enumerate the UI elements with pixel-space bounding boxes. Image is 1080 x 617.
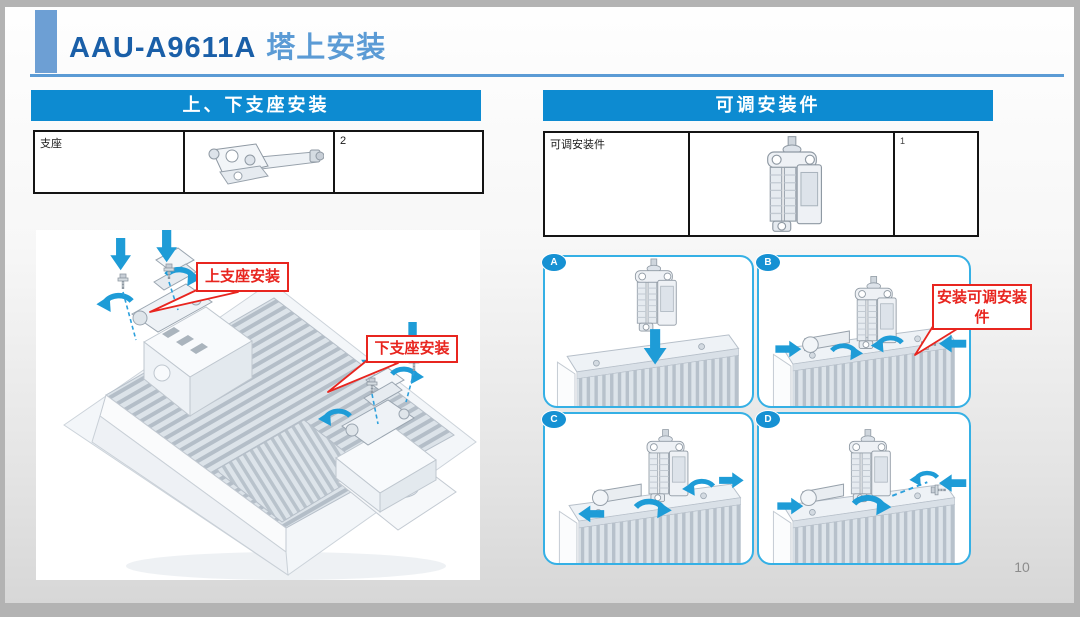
bracket-parts-table: 支座 2: [33, 130, 484, 194]
step-panel-d: D: [755, 410, 971, 565]
aau-device-drawing: [63, 230, 477, 580]
section-header-bracket: 上、下支座安装: [31, 90, 481, 121]
title-model: AAU-A9611A: [69, 32, 257, 64]
page-title: AAU-A9611A 塔上安装: [69, 24, 386, 66]
table-cell-part-image: [183, 132, 333, 192]
table-cell-part-image: [688, 133, 893, 235]
step-badge-c: C: [541, 410, 567, 429]
step-b-drawing: [772, 275, 967, 406]
down-arrow-icon: [110, 238, 131, 271]
page-number: 10: [1014, 559, 1030, 575]
step-badge-b: B: [755, 253, 781, 272]
table-cell-part-name: 可调安装件: [550, 139, 605, 151]
screw-icon: [116, 272, 130, 291]
install-steps-grid: A B: [541, 253, 1045, 569]
callout-install-adjustable: 安装可调安装件: [932, 284, 1032, 330]
slide: AAU-A9611A 塔上安装 上、下支座安装 可调安装件 支座: [5, 7, 1074, 603]
table-cell-quantity: 2: [333, 132, 482, 192]
table-cell-part-name: 支座: [40, 138, 62, 150]
table-cell-quantity: 1: [893, 133, 977, 235]
title-accent-bar: [35, 10, 57, 73]
upper-mount-platform: [143, 306, 253, 418]
title-underline: [30, 74, 1064, 77]
rotate-arrow-icon: [909, 473, 937, 486]
section-header-adjustable: 可调安装件: [543, 90, 993, 121]
step-a-drawing: [556, 258, 740, 406]
lower-mount-platform: [335, 425, 437, 514]
adjustable-parts-table: 可调安装件 1: [543, 131, 979, 237]
step-badge-a: A: [541, 253, 567, 272]
step-badge-d: D: [755, 410, 781, 429]
step-d-drawing: [772, 429, 967, 563]
step-panel-a: A: [541, 253, 754, 408]
rotate-arrow-icon: [96, 296, 131, 313]
title-subtitle: 塔上安装: [266, 32, 387, 64]
callout-upper-bracket: 上支座安装: [196, 262, 289, 292]
bracket-part-image: [208, 143, 324, 185]
callout-lower-bracket: 下支座安装: [366, 335, 458, 363]
adjustable-mount-part-image: [766, 136, 822, 232]
step-c-drawing: [558, 429, 744, 563]
bracket-install-illustration: 上支座安装 下支座安装: [36, 230, 480, 580]
step-panel-c: C: [541, 410, 754, 565]
